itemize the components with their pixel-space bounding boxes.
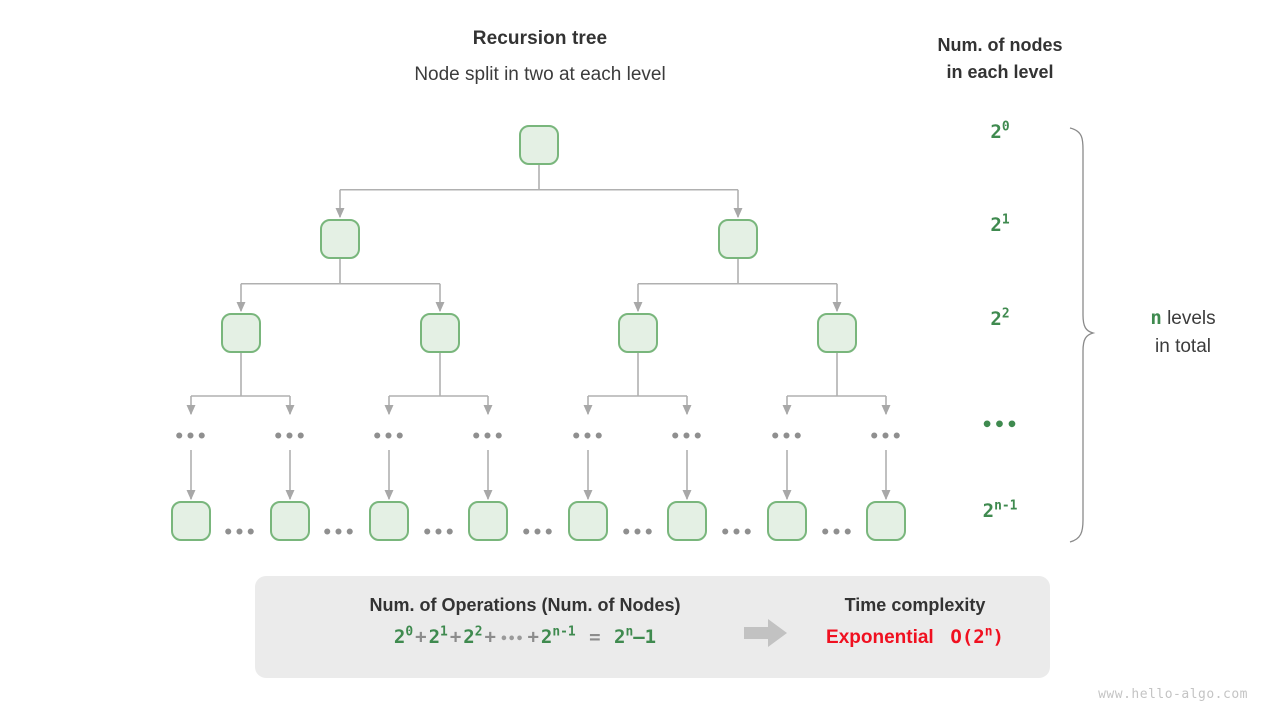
level-count-2: 22 (990, 306, 1010, 330)
levels-variable: n (1150, 307, 1162, 329)
watermark: www.hello-algo.com (1098, 687, 1248, 702)
operations-section: Num. of Operations (Num. of Nodes) 20+21… (285, 595, 765, 648)
tree-ellipsis: ••• (471, 427, 505, 447)
summary-panel: Num. of Operations (Num. of Nodes) 20+21… (255, 576, 1050, 678)
total-levels-label: n levels in total (1108, 304, 1258, 361)
tree-ellipsis: ••• (174, 427, 208, 447)
tree-node (618, 313, 658, 353)
levels-brace (1069, 127, 1096, 543)
nodes-per-level-header-line2: in each level (946, 62, 1054, 82)
tree-ellipsis: ••• (571, 427, 605, 447)
complexity-section: Time complexity Exponential O(2n) (800, 595, 1030, 649)
tree-nodes-group (171, 125, 906, 541)
page-subtitle: Node split in two at each level (414, 64, 666, 85)
complexity-title: Time complexity (844, 595, 986, 615)
level-count-1: 21 (990, 212, 1010, 236)
tree-node (817, 313, 857, 353)
tree-node (270, 501, 310, 541)
tree-node (468, 501, 508, 541)
levels-in-total: in total (1155, 336, 1211, 357)
operations-formula: 20+21+22+•••+2n-1 = 2n–1 (393, 624, 657, 648)
level-count-0: 20 (990, 119, 1010, 143)
nodes-per-level-header: Num. of nodes in each level (900, 32, 1100, 86)
bottom-row-ellipsis: ••• (422, 523, 456, 543)
tree-node (320, 219, 360, 259)
levels-word: levels (1167, 308, 1216, 329)
complexity-value: Exponential O(2n) (800, 626, 1030, 649)
tree-node (369, 501, 409, 541)
tree-ellipsis: ••• (670, 427, 704, 447)
tree-ellipsis: ••• (273, 427, 307, 447)
complexity-label: Exponential (826, 627, 934, 648)
bottom-row-ellipsis: ••• (521, 523, 555, 543)
tree-node (767, 501, 807, 541)
tree-node (519, 125, 559, 165)
bottom-row-ellipsis: ••• (223, 523, 257, 543)
nodes-per-level-header-line1: Num. of nodes (937, 35, 1063, 55)
complexity-notation: O(2n) (938, 624, 1004, 648)
tree-node (171, 501, 211, 541)
tree-node (568, 501, 608, 541)
tree-edges-group (186, 164, 891, 501)
tree-node (866, 501, 906, 541)
tree-ellipsis-group: ••• ••• ••• ••• ••• ••• ••• ••• ••• ••• ••• ••• ••• •… (174, 427, 903, 543)
level-count-ellipsis: ••• (981, 414, 1019, 436)
operations-title: Num. of Operations (Num. of Nodes) (369, 595, 681, 615)
tree-ellipsis: ••• (372, 427, 406, 447)
bottom-row-ellipsis: ••• (820, 523, 854, 543)
right-arrow-icon (744, 619, 787, 647)
tree-ellipsis: ••• (869, 427, 903, 447)
tree-node (221, 313, 261, 353)
tree-ellipsis: ••• (770, 427, 804, 447)
tree-node (420, 313, 460, 353)
page-title: Recursion tree (472, 28, 608, 49)
bottom-row-ellipsis: ••• (621, 523, 655, 543)
bottom-row-ellipsis: ••• (720, 523, 754, 543)
tree-node (718, 219, 758, 259)
level-count-4: 2n-1 (982, 498, 1018, 522)
tree-node (667, 501, 707, 541)
bottom-row-ellipsis: ••• (322, 523, 356, 543)
